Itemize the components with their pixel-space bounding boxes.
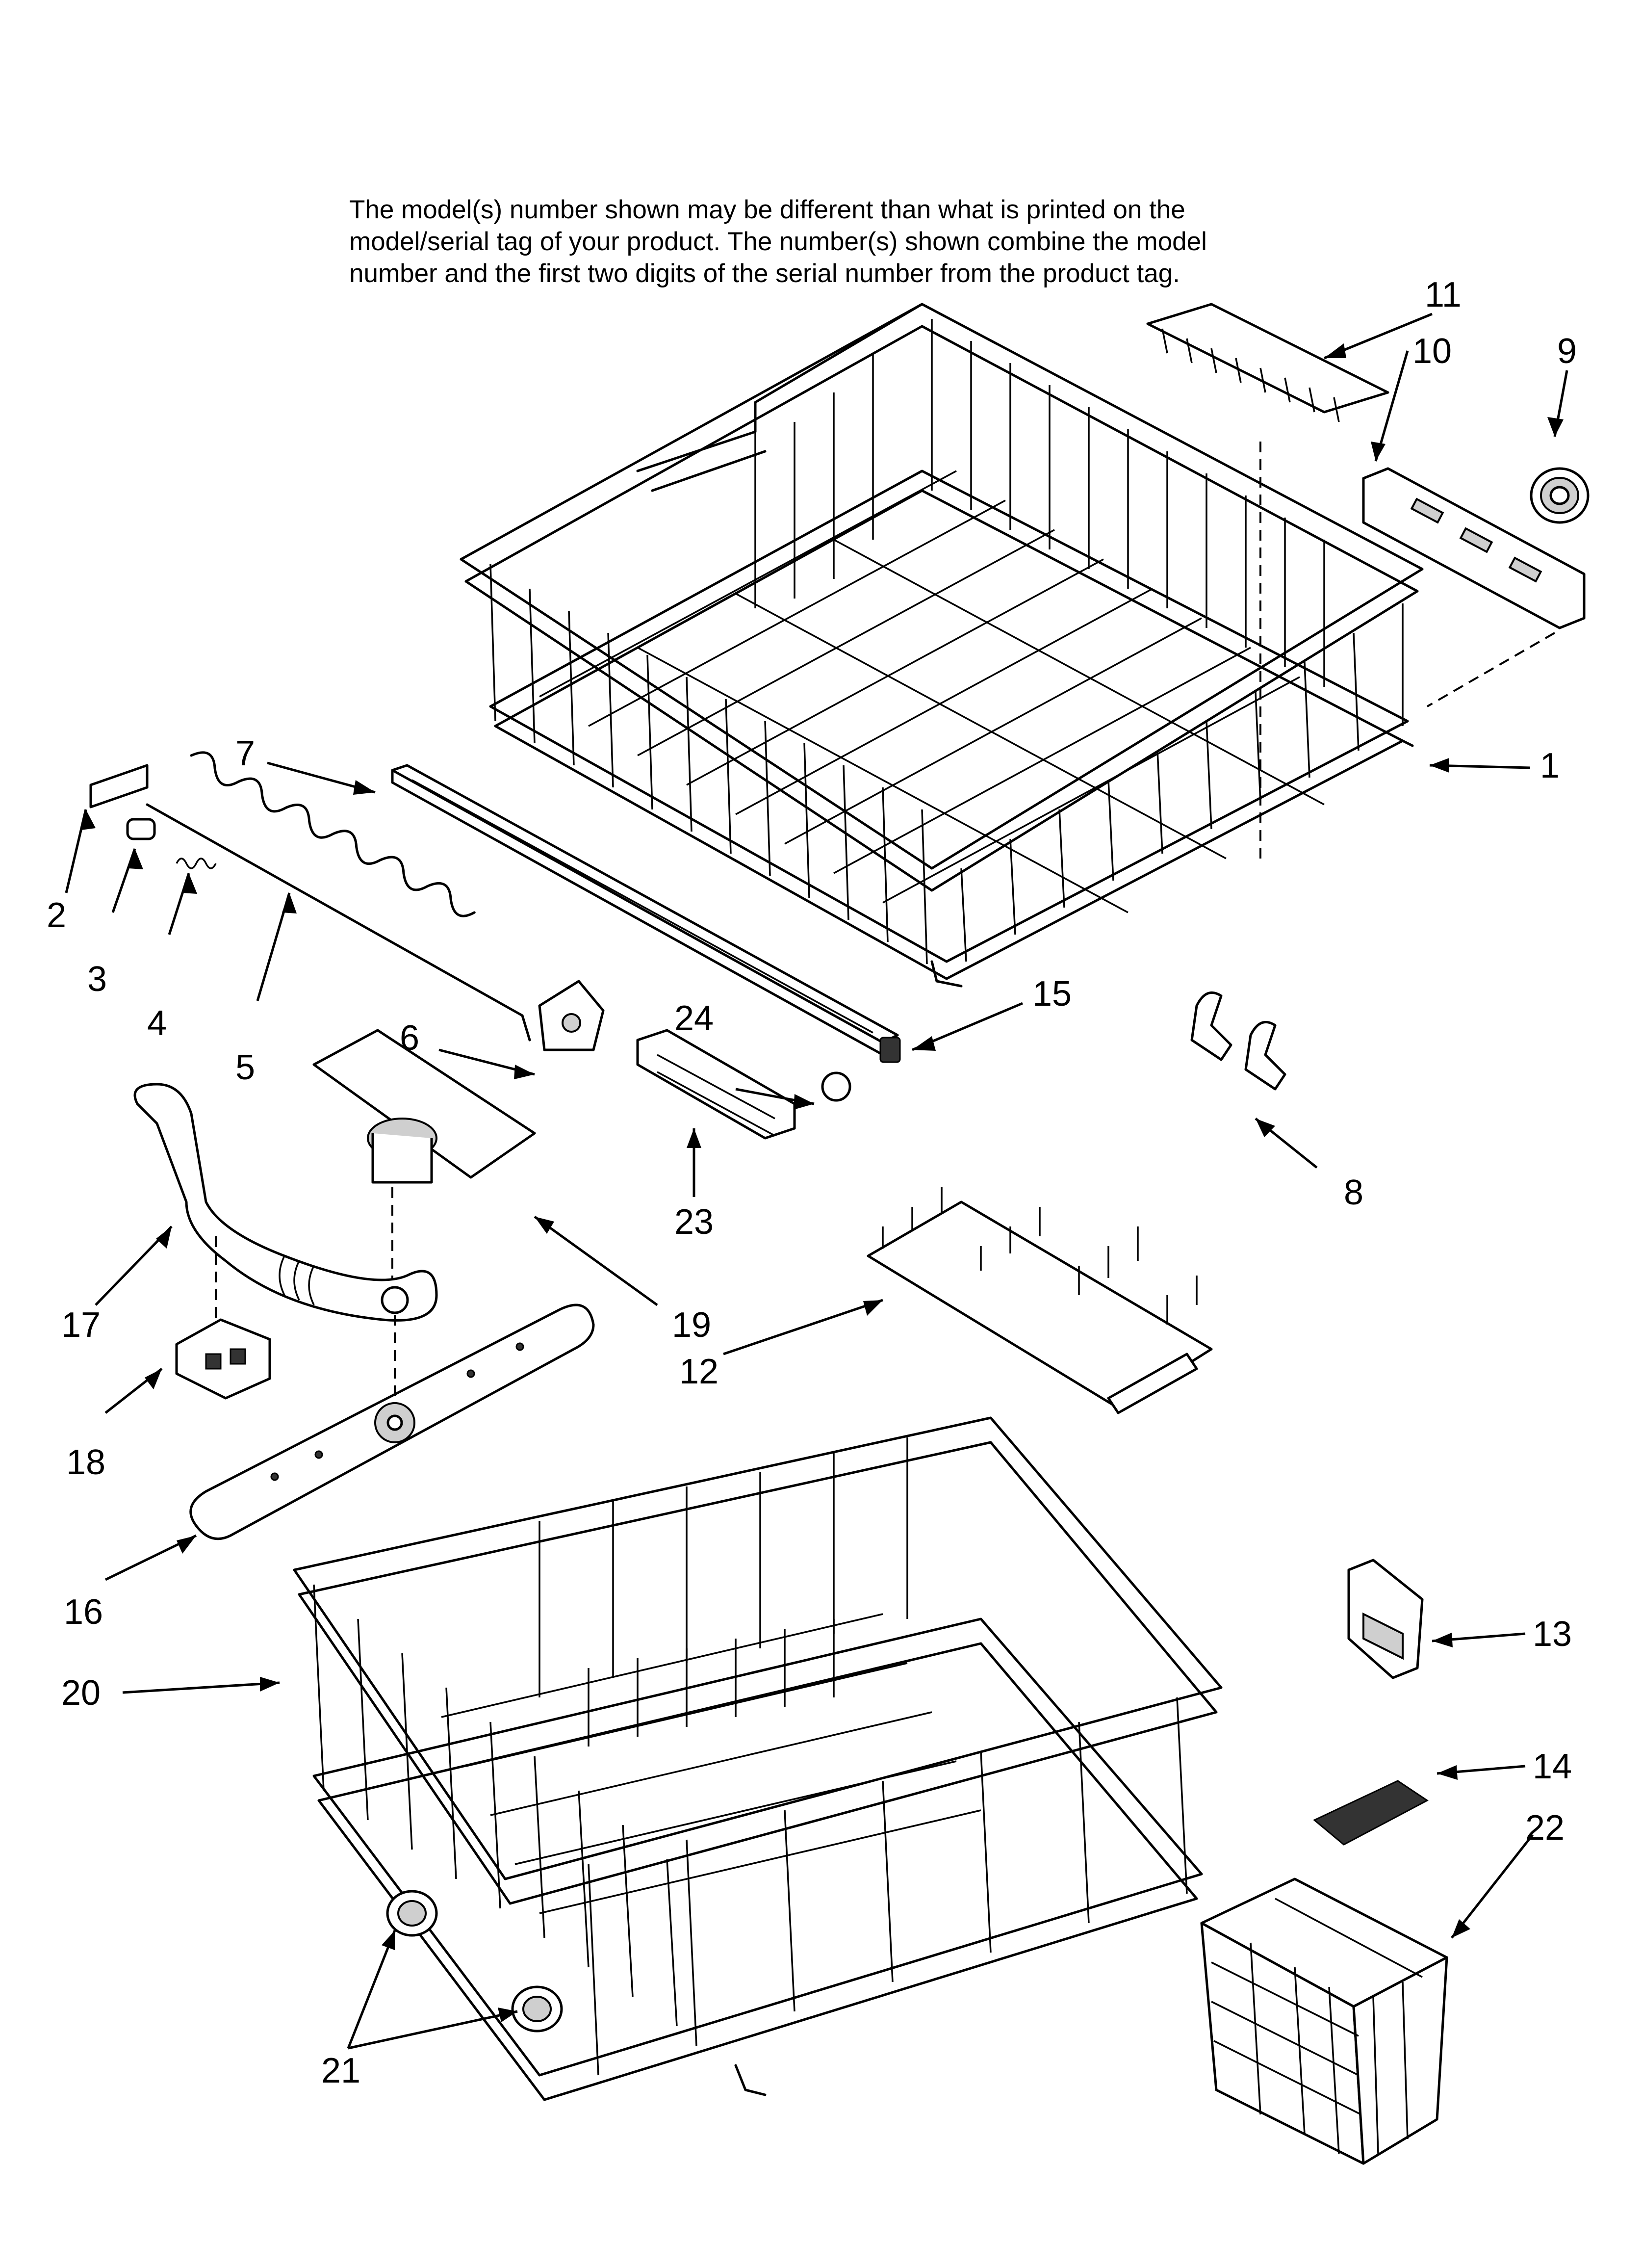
- part-15-end-cap: [879, 1037, 901, 1063]
- callout-arrowheads: [81, 343, 1564, 2022]
- callout-5: 5: [235, 1048, 256, 1087]
- callout-24: 24: [674, 999, 714, 1038]
- upper-rack-right-wires: [960, 603, 1404, 962]
- part-10-bracket: [1362, 467, 1586, 707]
- part-22-silverware-basket: [1200, 1877, 1448, 2165]
- lower-rack-back-wires: [539, 1437, 908, 1697]
- note-line-1: The model(s) number shown may be differe…: [349, 195, 1185, 224]
- part-18-connector: [175, 1318, 271, 1400]
- model-number-note: The model(s) number shown may be differe…: [349, 194, 1355, 289]
- part-19-wash-arm-mount: [312, 1029, 536, 1305]
- callout-11: 11: [1425, 275, 1462, 314]
- callout-20: 20: [61, 1673, 101, 1713]
- callout-18: 18: [66, 1443, 106, 1482]
- part-21-lower-wheels: [386, 1890, 563, 2033]
- callout-3: 3: [87, 960, 107, 999]
- part-9-rack-wheel: [1530, 467, 1590, 524]
- part-14-clip: [1313, 1780, 1429, 1846]
- callout-22: 22: [1525, 1808, 1565, 1848]
- callout-6: 6: [400, 1018, 420, 1058]
- upper-rack-front-wires: [489, 564, 928, 965]
- note-line-3: number and the first two digits of the s…: [349, 259, 1180, 288]
- note-line-2: model/serial tag of your product. The nu…: [349, 227, 1207, 256]
- upper-rack-back-tines: [754, 319, 1325, 687]
- lower-rack-front-wires: [313, 1584, 678, 2027]
- lower-rack-tines: [441, 1613, 981, 1914]
- part-8-clips: [1190, 991, 1286, 1091]
- part-5-rack-wire: [146, 751, 531, 1042]
- callout-16: 16: [64, 1592, 103, 1632]
- part-12-rack-insert: [867, 1187, 1213, 1414]
- callout-21: 21: [321, 2051, 361, 2090]
- upper-rack: [460, 303, 1424, 988]
- callout-17: 17: [61, 1305, 101, 1345]
- callout-1: 1: [1540, 746, 1560, 785]
- part-17-supply-tube: [133, 1083, 438, 1325]
- callout-14: 14: [1533, 1747, 1572, 1786]
- callout-7: 7: [235, 734, 256, 773]
- part-23-bracket: [636, 1029, 796, 1140]
- part-4-spring: [176, 858, 217, 869]
- callout-2: 2: [47, 896, 67, 935]
- callout-15: 15: [1032, 974, 1072, 1014]
- callout-8: 8: [1344, 1173, 1364, 1212]
- part-6-clip: [538, 980, 605, 1051]
- lower-rack: [293, 1416, 1223, 2101]
- part-11-tine-row: [1146, 303, 1389, 863]
- callout-12: 12: [679, 1352, 719, 1391]
- part-3-pin: [126, 818, 156, 840]
- part-2-adjuster-cap: [89, 764, 149, 808]
- callout-10: 10: [1412, 332, 1452, 371]
- upper-rack-floor: [539, 470, 1325, 913]
- callout-leaders: [65, 313, 1568, 2050]
- callout-13: 13: [1533, 1615, 1572, 1654]
- part-13-handle: [1347, 1559, 1424, 1679]
- part-16-wash-arm: [189, 1303, 595, 1540]
- callout-19: 19: [672, 1305, 712, 1345]
- callout-4: 4: [147, 1004, 167, 1043]
- callout-23: 23: [674, 1202, 714, 1242]
- lower-rack-right-wires: [588, 1697, 1188, 2076]
- callout-9: 9: [1557, 332, 1577, 371]
- part-24-ball: [821, 1071, 851, 1102]
